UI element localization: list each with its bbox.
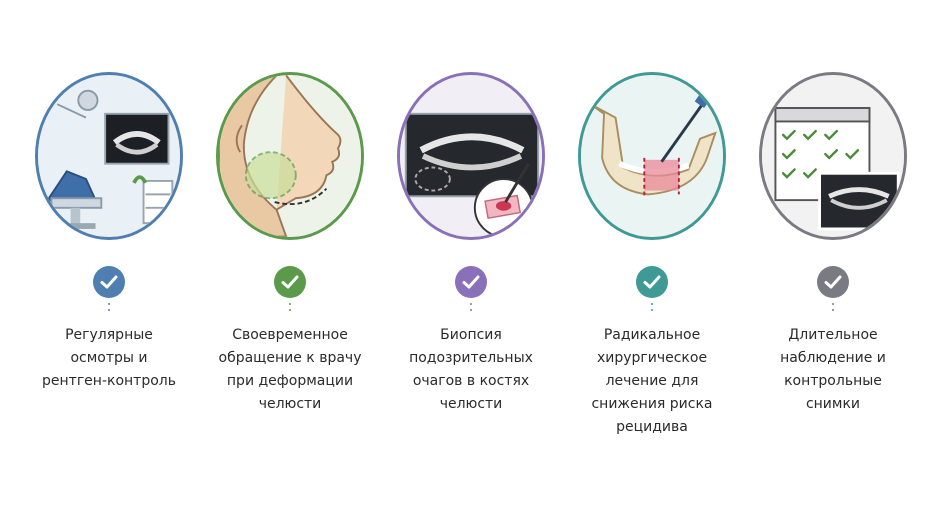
connector-dots [470, 303, 472, 317]
connector-dots [289, 303, 291, 317]
check-icon [274, 266, 306, 298]
dental-chair-xray-icon [35, 72, 183, 240]
check-icon [455, 266, 487, 298]
connector-dots [108, 303, 110, 317]
connector-dots [651, 303, 653, 317]
check-icon [636, 266, 668, 298]
mandible-surgery-icon [578, 72, 726, 240]
calendar-xray-icon [759, 72, 907, 240]
jaw-swelling-icon [216, 72, 364, 240]
check-icon [817, 266, 849, 298]
step-followup: Длительное наблюдение и контрольные сним… [743, 0, 923, 519]
step-doctor: Своевременное обращение к врачу при дефо… [200, 0, 380, 519]
step-label: Своевременное обращение к врачу при дефо… [218, 327, 362, 412]
step-label: Биопсия подозрительных очагов в костях ч… [409, 327, 533, 412]
step-label: Длительное наблюдение и контрольные сним… [780, 327, 886, 412]
step-biopsy: Биопсия подозрительных очагов в костях ч… [381, 0, 561, 519]
step-label: Радикальное хирургическое лечение для сн… [591, 327, 713, 435]
step-label: Регулярные осмотры и рентген-контроль [42, 327, 176, 389]
step-checkups: Регулярные осмотры и рентген-контроль [19, 0, 199, 519]
connector-dots [832, 303, 834, 317]
biopsy-xray-icon [397, 72, 545, 240]
step-surgery: Радикальное хирургическое лечение для сн… [562, 0, 742, 519]
check-icon [93, 266, 125, 298]
